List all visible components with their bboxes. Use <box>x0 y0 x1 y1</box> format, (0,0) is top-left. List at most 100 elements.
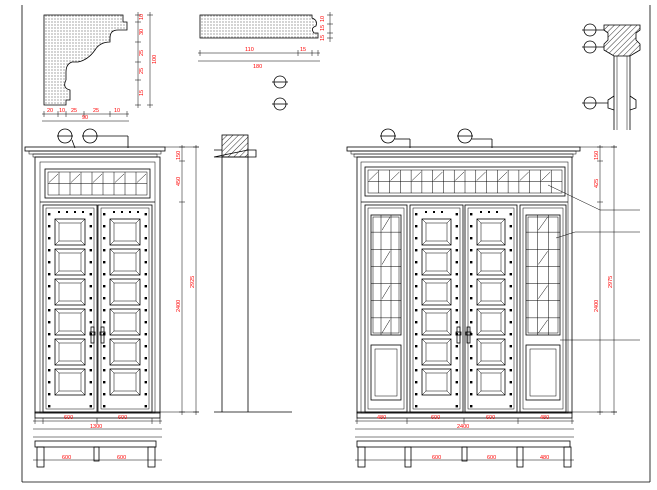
raised-panel <box>476 338 506 366</box>
dim-label: 150 <box>594 151 600 160</box>
dim-label: 2400 <box>457 424 469 430</box>
panel-bevel <box>135 300 141 306</box>
sheet-frame <box>21 5 651 483</box>
raised-panel-field <box>480 342 502 362</box>
panel-bevel <box>476 248 482 254</box>
decorative-stud <box>89 393 92 396</box>
decorative-stud <box>121 211 123 213</box>
decorative-stud <box>89 321 92 324</box>
decorative-stud <box>415 333 418 336</box>
decorative-stud <box>137 211 139 213</box>
glass-reflection-mark <box>519 171 529 181</box>
dim-label: 600 <box>118 415 127 421</box>
right-bottom-dimensions: 480 600 2400 600 480 <box>355 415 574 430</box>
decorative-stud <box>48 273 51 276</box>
decorative-stud <box>103 237 106 240</box>
panel-bevel <box>421 248 427 254</box>
door-handle-lever <box>89 331 96 336</box>
dim-label: 100 <box>152 55 158 64</box>
panel-bevel <box>500 300 506 306</box>
panel-bevel <box>54 248 60 254</box>
panel-bevel <box>446 248 452 254</box>
panel-bevel <box>80 300 86 306</box>
raised-panel-field <box>113 342 137 362</box>
panel-bevel <box>476 330 482 336</box>
decorative-stud <box>144 357 147 360</box>
raised-panel-field <box>480 252 502 272</box>
section-marker <box>272 97 288 111</box>
raised-panel-field <box>480 372 502 392</box>
dim-label: 2400 <box>594 300 600 312</box>
panel-bevel <box>421 240 427 246</box>
panel-bevel <box>54 338 60 344</box>
sidelight-panel-field <box>529 348 557 397</box>
sidelight-bottom-panel <box>370 344 402 401</box>
glass-reflection-mark <box>390 171 400 181</box>
panel-bevel <box>135 248 141 254</box>
raised-panel <box>109 218 141 246</box>
decorative-stud <box>470 297 473 300</box>
panel-bevel <box>476 360 482 366</box>
right-door-elevation <box>346 128 640 419</box>
panel-bevel <box>500 248 506 254</box>
decorative-stud <box>441 211 443 213</box>
panel-bevel <box>421 338 427 344</box>
decorative-stud <box>144 273 147 276</box>
decorative-stud <box>144 333 147 336</box>
decorative-stud <box>455 381 458 384</box>
raised-panel-field <box>425 372 448 392</box>
decorative-stud <box>89 285 92 288</box>
panel-bevel <box>80 368 86 374</box>
dim-label: 15 <box>139 90 145 96</box>
decorative-stud <box>89 381 92 384</box>
raised-panel-field <box>425 252 448 272</box>
panel-bevel <box>476 368 482 374</box>
panel-bevel <box>421 218 427 224</box>
decorative-stud <box>89 273 92 276</box>
panel-bevel <box>80 390 86 396</box>
panel-bevel <box>446 300 452 306</box>
decorative-stud <box>48 309 51 312</box>
decorative-stud <box>103 225 106 228</box>
dim-label: 10 <box>59 108 65 114</box>
decorative-stud <box>470 273 473 276</box>
panel-bevel <box>421 390 427 396</box>
decorative-stud <box>144 249 147 252</box>
decorative-stud <box>89 225 92 228</box>
dim-label: 600 <box>486 415 495 421</box>
decorative-stud <box>509 357 512 360</box>
profile-b-section: 10 15 15 110 15 180 <box>198 12 333 70</box>
decorative-stud <box>48 369 51 372</box>
decorative-stud <box>470 213 473 216</box>
glass-reflection-mark <box>381 319 391 334</box>
raised-panel-field <box>58 222 82 242</box>
panel-bevel <box>421 278 427 284</box>
panel-bevel <box>446 218 452 224</box>
panel-bevel <box>446 330 452 336</box>
sidelight-glass-bead <box>527 216 559 334</box>
decorative-stud <box>455 261 458 264</box>
dim-label: 600 <box>432 455 441 461</box>
profile-b-bottom-dimension: 110 15 180 <box>198 47 320 70</box>
decorative-stud <box>103 381 106 384</box>
decorative-stud <box>48 393 51 396</box>
dim-label: 15 <box>300 47 306 53</box>
decorative-stud <box>103 273 106 276</box>
glass-reflection-mark <box>538 285 548 299</box>
panel-bevel <box>476 390 482 396</box>
glass-reflection-mark <box>114 173 125 183</box>
panel-bevel <box>476 308 482 314</box>
dim-label: 480 <box>540 455 549 461</box>
raised-panel <box>421 368 452 396</box>
glass-reflection-mark <box>136 173 147 183</box>
glass-reflection-mark <box>381 251 391 265</box>
decorative-stud <box>129 211 131 213</box>
decorative-stud <box>103 309 106 312</box>
panel-bevel <box>80 330 86 336</box>
left-vertical-dimensions: 150 450 2400 2925 <box>160 145 199 415</box>
decorative-stud <box>89 357 92 360</box>
decorative-stud <box>144 345 147 348</box>
decorative-stud <box>415 213 418 216</box>
panel-bevel <box>80 218 86 224</box>
